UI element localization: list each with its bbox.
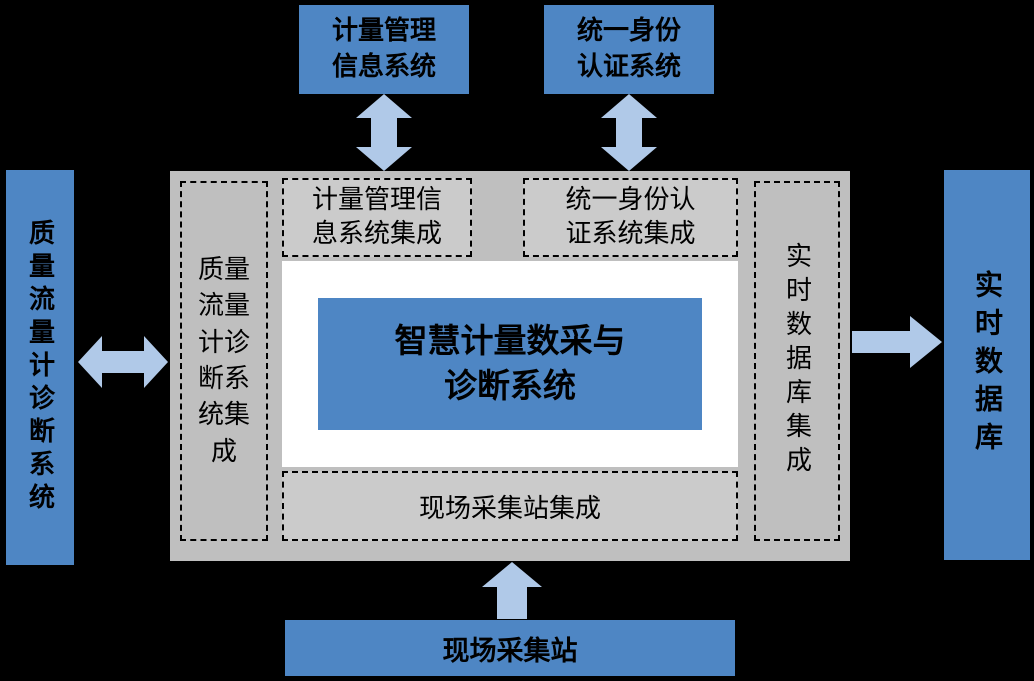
integration-metering-management-label: 计量管理信 息系统集成: [311, 184, 442, 249]
integration-field-station: 现场采集站集成: [282, 471, 738, 541]
external-system-field-station-label: 现场采集站: [442, 635, 578, 667]
integration-identity-auth-label: 统一身份认 证系统集成: [565, 184, 696, 249]
external-system-metering-management-label: 计量管理 信息系统: [331, 16, 436, 82]
external-system-mass-flow-meter-label: 质量流量计诊断系统: [24, 219, 55, 516]
integration-field-station-label: 现场采集站集成: [418, 493, 601, 524]
integration-panel: 质量 流量 计诊 断系 统集 成 计量管理信 息系统集成 统一身份认 证系统集成…: [170, 171, 850, 561]
external-system-identity-auth: 统一身份 认证系统: [544, 5, 714, 94]
core-system-title: 智慧计量数采与 诊断系统: [394, 321, 626, 405]
integration-realtime-database: 实时数据库集成: [754, 181, 840, 541]
integration-identity-auth: 统一身份认 证系统集成: [523, 178, 738, 257]
core-system-box: 智慧计量数采与 诊断系统: [318, 298, 702, 430]
arrow-up-icon: [482, 562, 542, 619]
double-headed-arrow-up-down-icon: [356, 94, 412, 171]
external-system-mass-flow-meter: 质量流量计诊断系统: [6, 170, 74, 565]
integration-mass-flow-meter-label: 质量 流量 计诊 断系 统集 成: [197, 254, 250, 467]
integration-realtime-database-label: 实时数据库集成: [781, 242, 812, 480]
arrow-right-icon: [852, 316, 942, 368]
external-system-realtime-database-label: 实时数据库: [971, 270, 1004, 460]
integration-metering-management: 计量管理信 息系统集成: [282, 178, 472, 257]
double-headed-arrow-up-down-icon: [601, 94, 657, 171]
external-system-metering-management: 计量管理 信息系统: [299, 5, 469, 94]
double-headed-arrow-left-right-icon: [78, 336, 168, 388]
core-system-backplate: 智慧计量数采与 诊断系统: [282, 261, 738, 467]
integration-mass-flow-meter: 质量 流量 计诊 断系 统集 成: [180, 181, 268, 541]
external-system-realtime-database: 实时数据库: [944, 170, 1030, 560]
external-system-identity-auth-label: 统一身份 认证系统: [576, 16, 681, 82]
external-system-field-station: 现场采集站: [285, 620, 735, 676]
